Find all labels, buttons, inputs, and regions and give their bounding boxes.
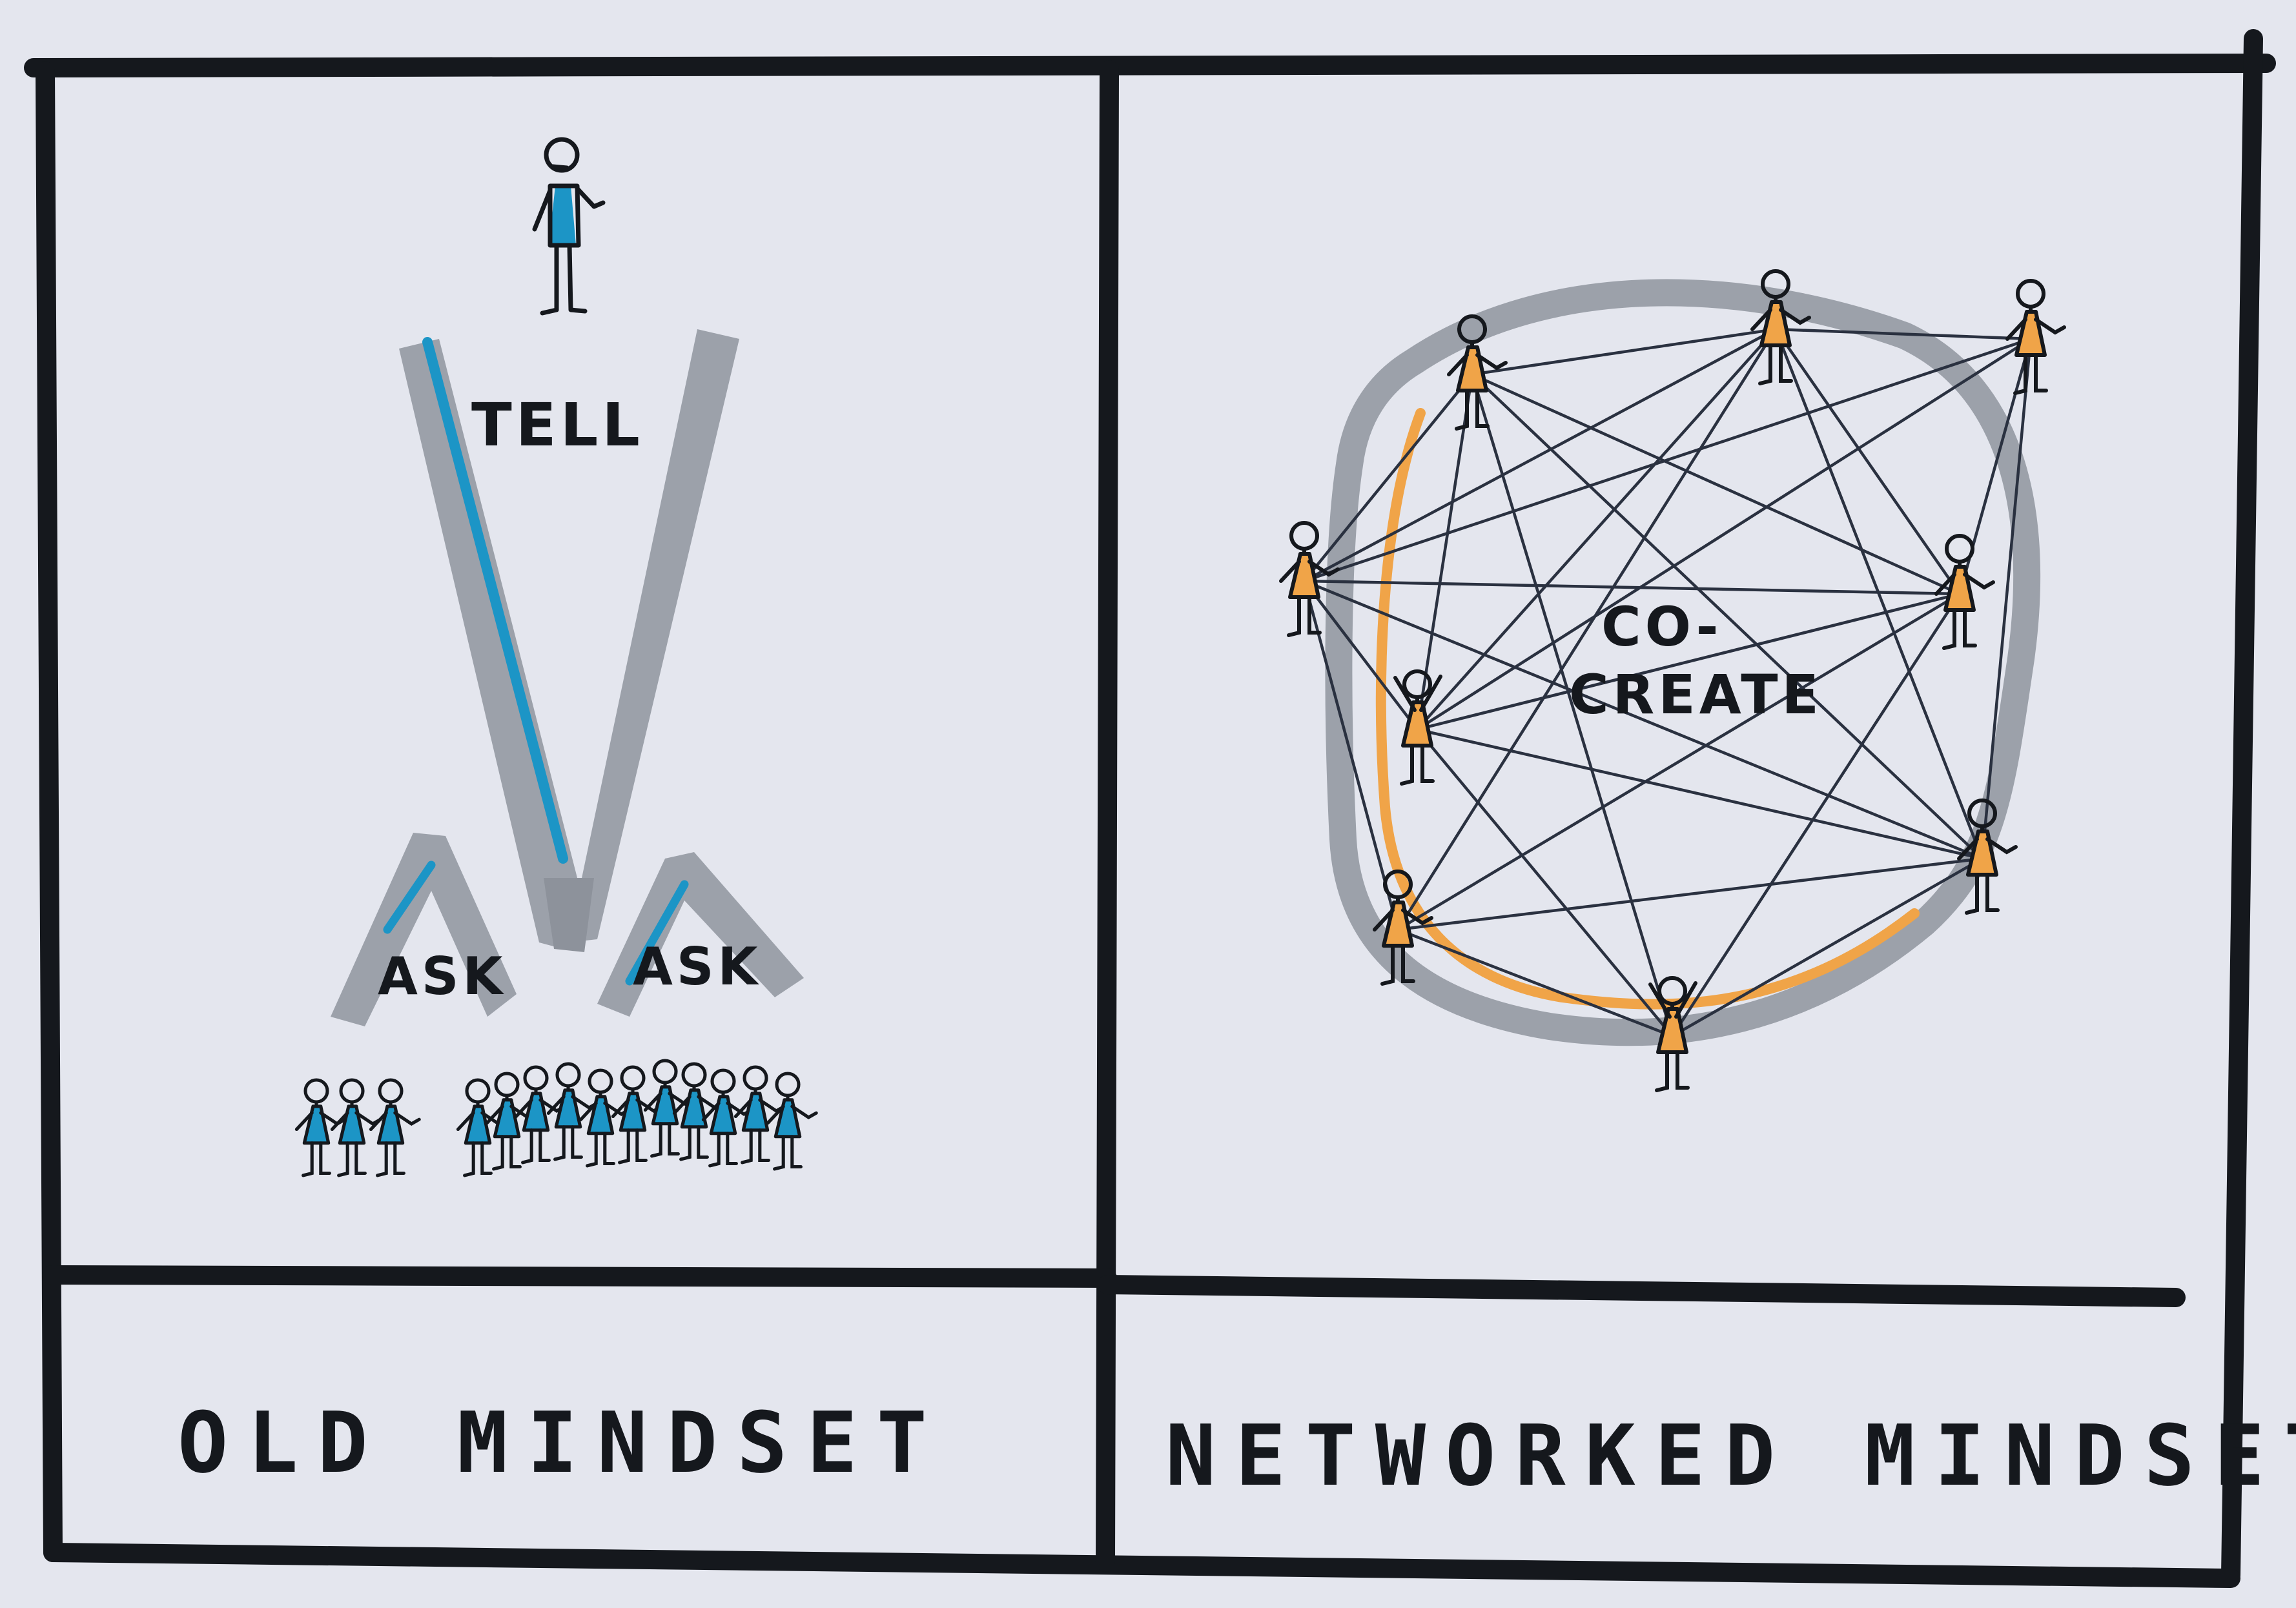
network-person <box>1934 534 1995 650</box>
crowd-person <box>611 1065 663 1165</box>
network-connection <box>1302 579 1962 596</box>
tell-v-shape <box>399 329 739 952</box>
network-person <box>1750 269 1811 385</box>
network-person <box>1957 799 2018 915</box>
network-connection <box>1415 327 1778 731</box>
network-connection <box>1302 579 1419 731</box>
networked-mindset-caption: NETWORKED MINDSET <box>1165 1407 2296 1505</box>
tell-label: TELL <box>471 391 644 460</box>
network-connection <box>1415 372 1474 731</box>
ask-left-label: ASK <box>378 946 507 1006</box>
network-connection <box>1470 372 1984 860</box>
network-connection <box>1302 372 1474 583</box>
network-connection <box>1302 327 1778 583</box>
crowd-person <box>643 1059 695 1158</box>
network-person <box>1279 521 1340 637</box>
ask-right-shape <box>597 852 804 1017</box>
ask-left-shape <box>331 833 517 1026</box>
network-connection <box>1980 337 2033 860</box>
network-person <box>2005 279 2066 395</box>
crowd-person <box>330 1078 382 1177</box>
network-connection <box>1470 327 1778 376</box>
old-mindset-panel: TELL ASK ASK OLD MINDSET <box>178 137 947 1492</box>
network-connection <box>1302 579 1400 931</box>
crowd-person <box>369 1078 421 1177</box>
ask-right-label: ASK <box>633 937 762 997</box>
crowd-person <box>672 1062 724 1161</box>
network-people <box>1279 269 2066 1092</box>
frame <box>24 29 2276 1588</box>
network-person <box>1648 976 1697 1092</box>
network-connection <box>1396 928 1674 1038</box>
network-connection <box>1470 372 1674 1038</box>
network-connection <box>1302 337 2033 583</box>
network-connection <box>1415 728 1674 1038</box>
network-person <box>1393 669 1442 786</box>
old-mindset-caption: OLD MINDSET <box>178 1394 947 1492</box>
network-connection <box>1396 592 1962 931</box>
crowd <box>294 1059 818 1177</box>
co-label: CO- <box>1601 595 1722 658</box>
crowd-person <box>733 1065 786 1165</box>
crowd-person <box>514 1065 566 1165</box>
network-connections <box>1302 327 2033 1038</box>
network-connection <box>1470 372 1962 596</box>
network-connection <box>1774 327 1962 596</box>
crowd-person <box>485 1072 537 1171</box>
network-connection <box>1415 337 2033 731</box>
crowd-person <box>701 1068 753 1168</box>
network-connection <box>1774 327 2033 341</box>
network-connection <box>1396 857 1984 931</box>
network-connection <box>1415 592 1962 731</box>
network-person <box>1447 314 1508 431</box>
crowd-person <box>766 1072 818 1171</box>
network-connection <box>1302 579 1984 860</box>
network-connection <box>1415 728 1984 860</box>
network-connection <box>1396 327 1778 931</box>
crowd-person <box>294 1078 347 1177</box>
network-connection <box>1670 592 1962 1038</box>
leader-figure <box>532 137 606 316</box>
networked-mindset-panel: CO- CREATE NETWORKED MINDSET <box>1165 269 2296 1505</box>
create-label: CREATE <box>1569 663 1823 726</box>
network-connection <box>1670 857 1984 1038</box>
crowd-person <box>579 1068 631 1168</box>
network-person <box>1373 870 1433 986</box>
network-connection <box>1774 327 1984 860</box>
